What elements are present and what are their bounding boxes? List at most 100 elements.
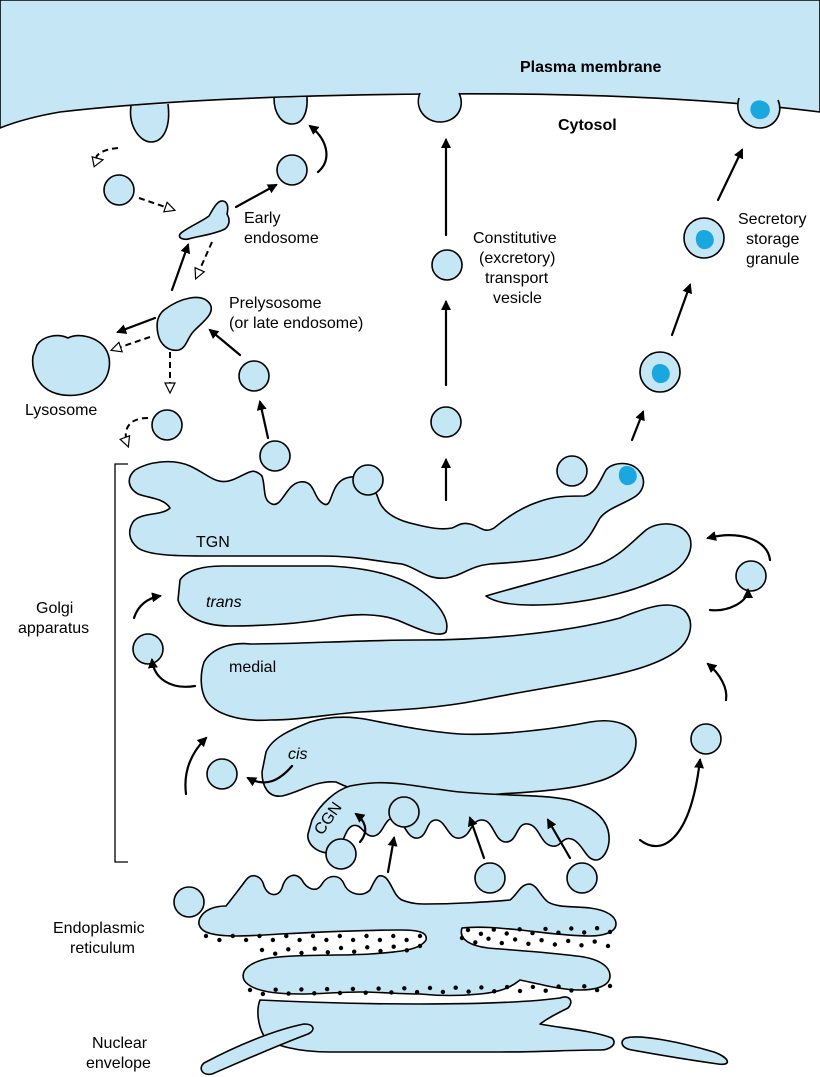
arrow-tgn-to-vesicle: [256, 400, 270, 440]
ribosome-dot: [404, 948, 409, 953]
golgi-trans-cisterna: [177, 565, 448, 635]
label-secretory-1: Secretory: [738, 211, 806, 228]
ribosome-dot: [389, 990, 394, 995]
ribosome-dot: [517, 988, 523, 994]
label-tgn: TGN: [196, 534, 230, 551]
secretory-cargo-budding: [618, 466, 637, 486]
label-cis: cis: [288, 746, 308, 763]
arrow-antero-left-4: [246, 764, 294, 787]
arrow-secretory-2: [670, 283, 692, 337]
ribosome-dot: [297, 937, 302, 943]
vesicle: [352, 464, 384, 496]
vesicle: [566, 862, 598, 894]
vesicle: [206, 758, 238, 790]
ribosome-dot: [556, 930, 561, 935]
label-golgi-1: Golgi: [36, 600, 73, 617]
label-nuclear-2: envelope: [86, 1055, 151, 1072]
label-cytosol: Cytosol: [558, 117, 617, 134]
dashed-arrow-to-lysosome: [112, 336, 151, 350]
ribosome-dot: [499, 940, 504, 946]
ribosome-dot: [299, 950, 304, 956]
label-early-endosome-1: Early: [244, 210, 280, 227]
ribosome-dot: [491, 927, 496, 932]
arrow-antero-left-1: [132, 592, 162, 620]
ribosome-dot: [539, 938, 544, 943]
ribosome-dot: [492, 989, 497, 994]
ribosome-dot: [350, 986, 356, 992]
plasma-membrane: [0, 0, 820, 129]
label-constitutive-3: transport: [485, 270, 549, 287]
ribosome-dot: [203, 933, 209, 939]
ribosome-dot: [605, 943, 611, 949]
label-nuclear-1: Nuclear: [92, 1035, 148, 1052]
ribosome-dot: [378, 948, 383, 954]
label-golgi-2: apparatus: [18, 620, 89, 637]
ribosome-dot: [594, 926, 600, 931]
er-ribosomes: [203, 926, 613, 997]
ribosome-dot: [440, 989, 446, 995]
arrow-secretory-1: [630, 410, 645, 442]
label-trans: trans: [206, 594, 242, 611]
vesicle: [259, 440, 291, 472]
ribosome-dot: [582, 984, 587, 989]
ribosome-dot: [312, 946, 317, 951]
ribosome-dot: [414, 989, 420, 995]
vesicle: [276, 154, 308, 186]
ribosome-dot: [592, 939, 597, 944]
ribosome-dot: [337, 990, 343, 996]
arrow-to-prelysosome: [208, 328, 242, 357]
dashed-arrow-endocytosis: [96, 147, 119, 160]
ribosome-dot: [453, 985, 458, 990]
ribosome-dot: [566, 938, 571, 944]
arrow-retro-right-1: [706, 531, 772, 562]
label-constitutive-1: Constitutive: [473, 230, 557, 247]
vesicle: [431, 249, 463, 281]
vesicle: [325, 838, 357, 870]
ribosome-dot: [530, 984, 536, 990]
ribosome-dot: [427, 985, 433, 991]
golgi-tgn-arm: [485, 523, 692, 606]
early-endosome: [178, 200, 230, 240]
arrow-endosome-to-prelysosome: [170, 243, 191, 292]
secretory-cargo: [695, 230, 714, 250]
ribosome-dot: [607, 983, 613, 989]
arrow-er-to-cgn-4: [546, 818, 572, 860]
golgi-bracket: [114, 463, 128, 863]
ribosome-dot: [312, 991, 317, 996]
ribosome-dot: [569, 926, 574, 931]
arrow-retro-right-3: [706, 662, 728, 702]
arrow-antero-left-2: [147, 658, 197, 688]
arrow-er-to-cgn-1: [354, 812, 367, 844]
label-er-1: Endoplasmic: [53, 920, 145, 937]
ribosome-dot: [466, 989, 471, 994]
ribosome-dot: [504, 931, 509, 936]
ribosome-dot: [230, 933, 235, 939]
ribosome-dot: [569, 988, 574, 993]
ribosome-dot: [324, 937, 329, 943]
ribosome-dot: [552, 942, 558, 947]
ribosome-dot: [543, 988, 548, 993]
secretory-cargo: [651, 364, 670, 384]
ribosome-dot: [337, 933, 342, 939]
ribosome-dot: [556, 984, 561, 989]
ribosome-dot: [543, 926, 548, 932]
endoplasmic-reticulum-lower: [257, 996, 615, 1053]
ribosome-dot: [286, 991, 291, 996]
arrow-recycle-to-membrane: [308, 124, 328, 174]
label-secretory-2: storage: [746, 231, 799, 248]
ribosome-dot: [338, 945, 344, 951]
ribosome-dot: [486, 936, 491, 941]
vesicle: [388, 796, 420, 828]
ribosome-dot: [417, 943, 423, 949]
secretory-cargo-released: [750, 100, 770, 120]
label-prelysosome-2: (or late endosome): [229, 315, 363, 332]
ribosome-dot: [404, 937, 409, 943]
ribosome-dot: [299, 987, 304, 992]
ribosome-dot: [465, 927, 471, 933]
golgi-cis-cisterna: [261, 716, 637, 799]
ribosome-dot: [365, 945, 370, 950]
ribosome-dot: [286, 947, 291, 952]
dashed-arrow-early-to-late: [196, 241, 213, 278]
ribosome-dot: [607, 929, 613, 935]
